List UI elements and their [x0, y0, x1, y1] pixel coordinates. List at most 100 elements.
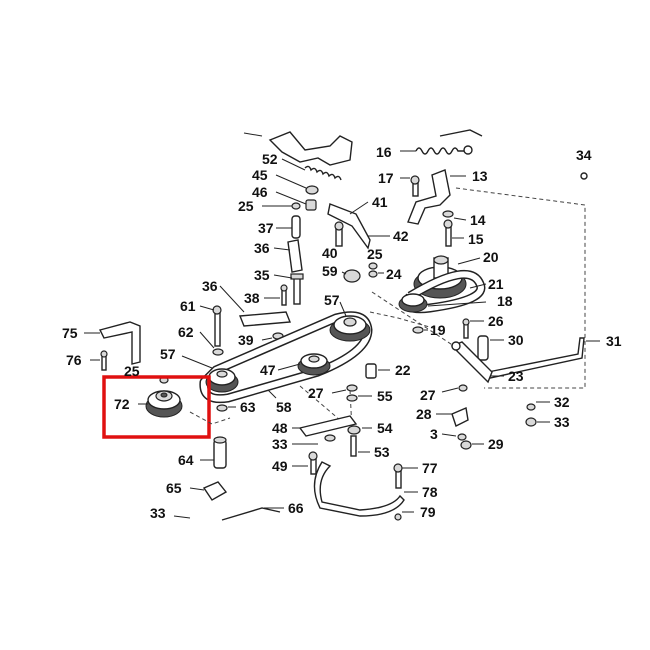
label-42: 42: [393, 228, 409, 244]
bolt-49: [292, 451, 318, 475]
label-59: 59: [322, 263, 338, 279]
label-33b: 33: [272, 436, 288, 452]
bolt-38: [264, 284, 288, 306]
washer-3: [441, 433, 467, 441]
label-37: 37: [258, 220, 274, 236]
label-40: 40: [322, 245, 338, 261]
label-62: 62: [178, 324, 194, 340]
label-27b: 27: [420, 387, 436, 403]
label-33c: 33: [150, 505, 166, 521]
washer-45: [275, 174, 319, 195]
spacer-19: [412, 326, 428, 334]
bolt-53: [350, 435, 370, 457]
label-61: 61: [180, 298, 196, 314]
bolt-41: [349, 201, 369, 215]
washer-24-25b-59: [341, 262, 384, 283]
label-31: 31: [606, 333, 622, 349]
label-21: 21: [488, 276, 504, 292]
label-38: 38: [244, 290, 260, 306]
label-75: 75: [62, 325, 78, 341]
label-76: 76: [66, 352, 82, 368]
label-27a: 27: [308, 385, 324, 401]
bolt-61: [199, 305, 222, 347]
label-41: 41: [372, 194, 388, 210]
label-30: 30: [508, 332, 524, 348]
label-47: 47: [260, 362, 276, 378]
bolt-35: [273, 273, 304, 305]
pin-37: [276, 215, 301, 239]
label-72: 72: [114, 396, 130, 412]
label-29: 29: [488, 436, 504, 452]
label-35: 35: [254, 267, 270, 283]
lever-48: [292, 415, 358, 442]
label-58: 58: [276, 399, 292, 415]
label-33a: 33: [554, 414, 570, 430]
label-52: 52: [262, 151, 278, 167]
idler-pulley-72: [138, 376, 183, 418]
label-36b: 36: [202, 278, 218, 294]
pulley-47: [277, 353, 331, 376]
bracket-28: [436, 407, 469, 427]
pin-30: [477, 335, 504, 361]
label-28: 28: [416, 406, 432, 422]
washer-14: [442, 210, 467, 221]
label-13: 13: [472, 168, 488, 184]
label-57b: 57: [160, 346, 176, 362]
label-36a: 36: [254, 240, 270, 256]
label-64: 64: [178, 452, 194, 468]
part-number-labels: 16 34 52 45 46 25 17 13 41 37 14 40 42 1…: [62, 144, 622, 521]
bracket-13: [407, 169, 588, 225]
label-57a: 57: [324, 292, 340, 308]
label-25c: 25: [124, 363, 140, 379]
label-66: 66: [288, 500, 304, 516]
label-23: 23: [508, 368, 524, 384]
label-26: 26: [488, 313, 504, 329]
nut-29: [460, 440, 484, 450]
washer-62: [199, 331, 224, 356]
washer-32: [526, 401, 550, 411]
pulley-57-center: [329, 301, 371, 342]
washer-55: [346, 394, 372, 402]
bolt-77: [393, 463, 418, 489]
spring-52: [281, 158, 342, 181]
bottom-parts: [173, 507, 414, 521]
label-65: 65: [166, 480, 182, 496]
label-39: 39: [238, 332, 254, 348]
label-54: 54: [377, 420, 393, 436]
label-22: 22: [395, 362, 411, 378]
label-46: 46: [252, 184, 268, 200]
plate-36b: [219, 285, 292, 327]
label-79: 79: [420, 504, 436, 520]
nut-46: [275, 191, 317, 211]
arm-78: [313, 461, 418, 517]
bolt-76: [90, 350, 108, 371]
label-19: 19: [430, 322, 446, 338]
lever-23: [450, 341, 504, 384]
pulley-18: [398, 293, 487, 313]
label-15: 15: [468, 231, 484, 247]
nut-33a: [525, 417, 550, 427]
washer-27b: [441, 384, 468, 393]
label-48: 48: [272, 420, 288, 436]
label-25b: 25: [367, 246, 383, 262]
label-25a: 25: [238, 198, 254, 214]
bracket-75: [84, 321, 141, 365]
washer-63: [189, 404, 236, 425]
bolt-40: [334, 221, 344, 247]
arm-42: [327, 203, 390, 250]
label-78: 78: [422, 484, 438, 500]
plate-36a: [273, 239, 303, 273]
top-frame-part: [243, 129, 483, 166]
bushing-22: [365, 363, 390, 379]
label-24: 24: [386, 266, 402, 282]
rod-31: [487, 337, 600, 379]
spacer-54: [347, 425, 372, 435]
washer-27a: [331, 384, 358, 394]
label-3: 3: [430, 426, 438, 442]
bolt-17: [400, 175, 420, 197]
label-16: 16: [376, 144, 392, 160]
clamp-65: [189, 481, 228, 501]
bolt-15: [443, 219, 464, 247]
label-32: 32: [554, 394, 570, 410]
